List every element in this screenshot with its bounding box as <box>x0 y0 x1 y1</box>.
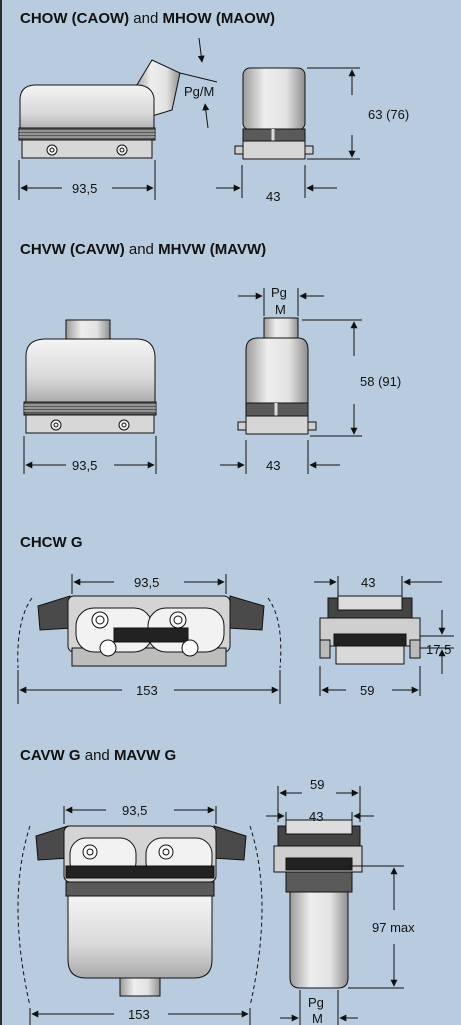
chcw-g-side-view <box>319 595 421 665</box>
cavw-g-front-view <box>17 825 263 1007</box>
cavw-g-side-view <box>273 819 363 989</box>
title-bold-b: MHVW (MAVW) <box>158 241 267 258</box>
side-inner-label: 43 <box>309 809 323 824</box>
title-bold-a: CAVW G <box>20 747 81 764</box>
section-title-chow: CHOW (CAOW) and MHOW (MAOW) <box>20 10 275 27</box>
title-mid: and <box>124 241 159 258</box>
title-bold-a: CHOW (CAOW) <box>20 10 130 27</box>
m-label: M <box>312 1011 323 1025</box>
title-bold-a: CHVW (CAVW) <box>20 241 125 258</box>
title-mid: and <box>129 10 163 27</box>
section-title-chvw: CHVW (CAVW) and MHVW (MAVW) <box>20 241 266 258</box>
side-bottom-label: 59 <box>360 683 374 698</box>
section-title-chcw-g: CHCW G <box>20 534 83 551</box>
title-bold-b: MHOW (MAOW) <box>162 10 275 27</box>
side-top-label: 43 <box>361 575 375 590</box>
chvw-side-view <box>237 317 317 435</box>
title-mid: and <box>80 747 114 764</box>
m-label: M <box>275 302 286 317</box>
pg-m-label: Pg/M <box>184 84 214 99</box>
pg-label: Pg <box>271 285 287 300</box>
bottom-span-label: 153 <box>136 683 158 698</box>
chow-side-view <box>234 67 314 160</box>
chcw-g-front-view <box>17 595 282 669</box>
chvw-front-view <box>23 319 157 434</box>
title-bold-a: CHCW G <box>20 534 83 551</box>
side-top-label: 59 <box>310 777 324 792</box>
width-label: 93,5 <box>72 458 97 473</box>
side-width-label: 43 <box>266 189 280 204</box>
height-label: 63 (76) <box>368 107 409 122</box>
side-height-label: 17,5 <box>426 642 451 657</box>
pg-label: Pg <box>308 995 324 1010</box>
top-span-label: 93,5 <box>134 575 159 590</box>
title-bold-b: MAVW G <box>113 747 177 764</box>
section-title-cavw-g: CAVW G and MAVW G <box>20 747 176 764</box>
width-label: 93,5 <box>72 181 97 196</box>
height-label: 58 (91) <box>360 374 401 389</box>
top-span-label: 93,5 <box>122 803 147 818</box>
height-label: 97 max <box>372 920 415 935</box>
chow-front-view <box>18 59 181 159</box>
side-width-label: 43 <box>266 458 280 473</box>
bottom-span-label: 153 <box>128 1007 150 1022</box>
